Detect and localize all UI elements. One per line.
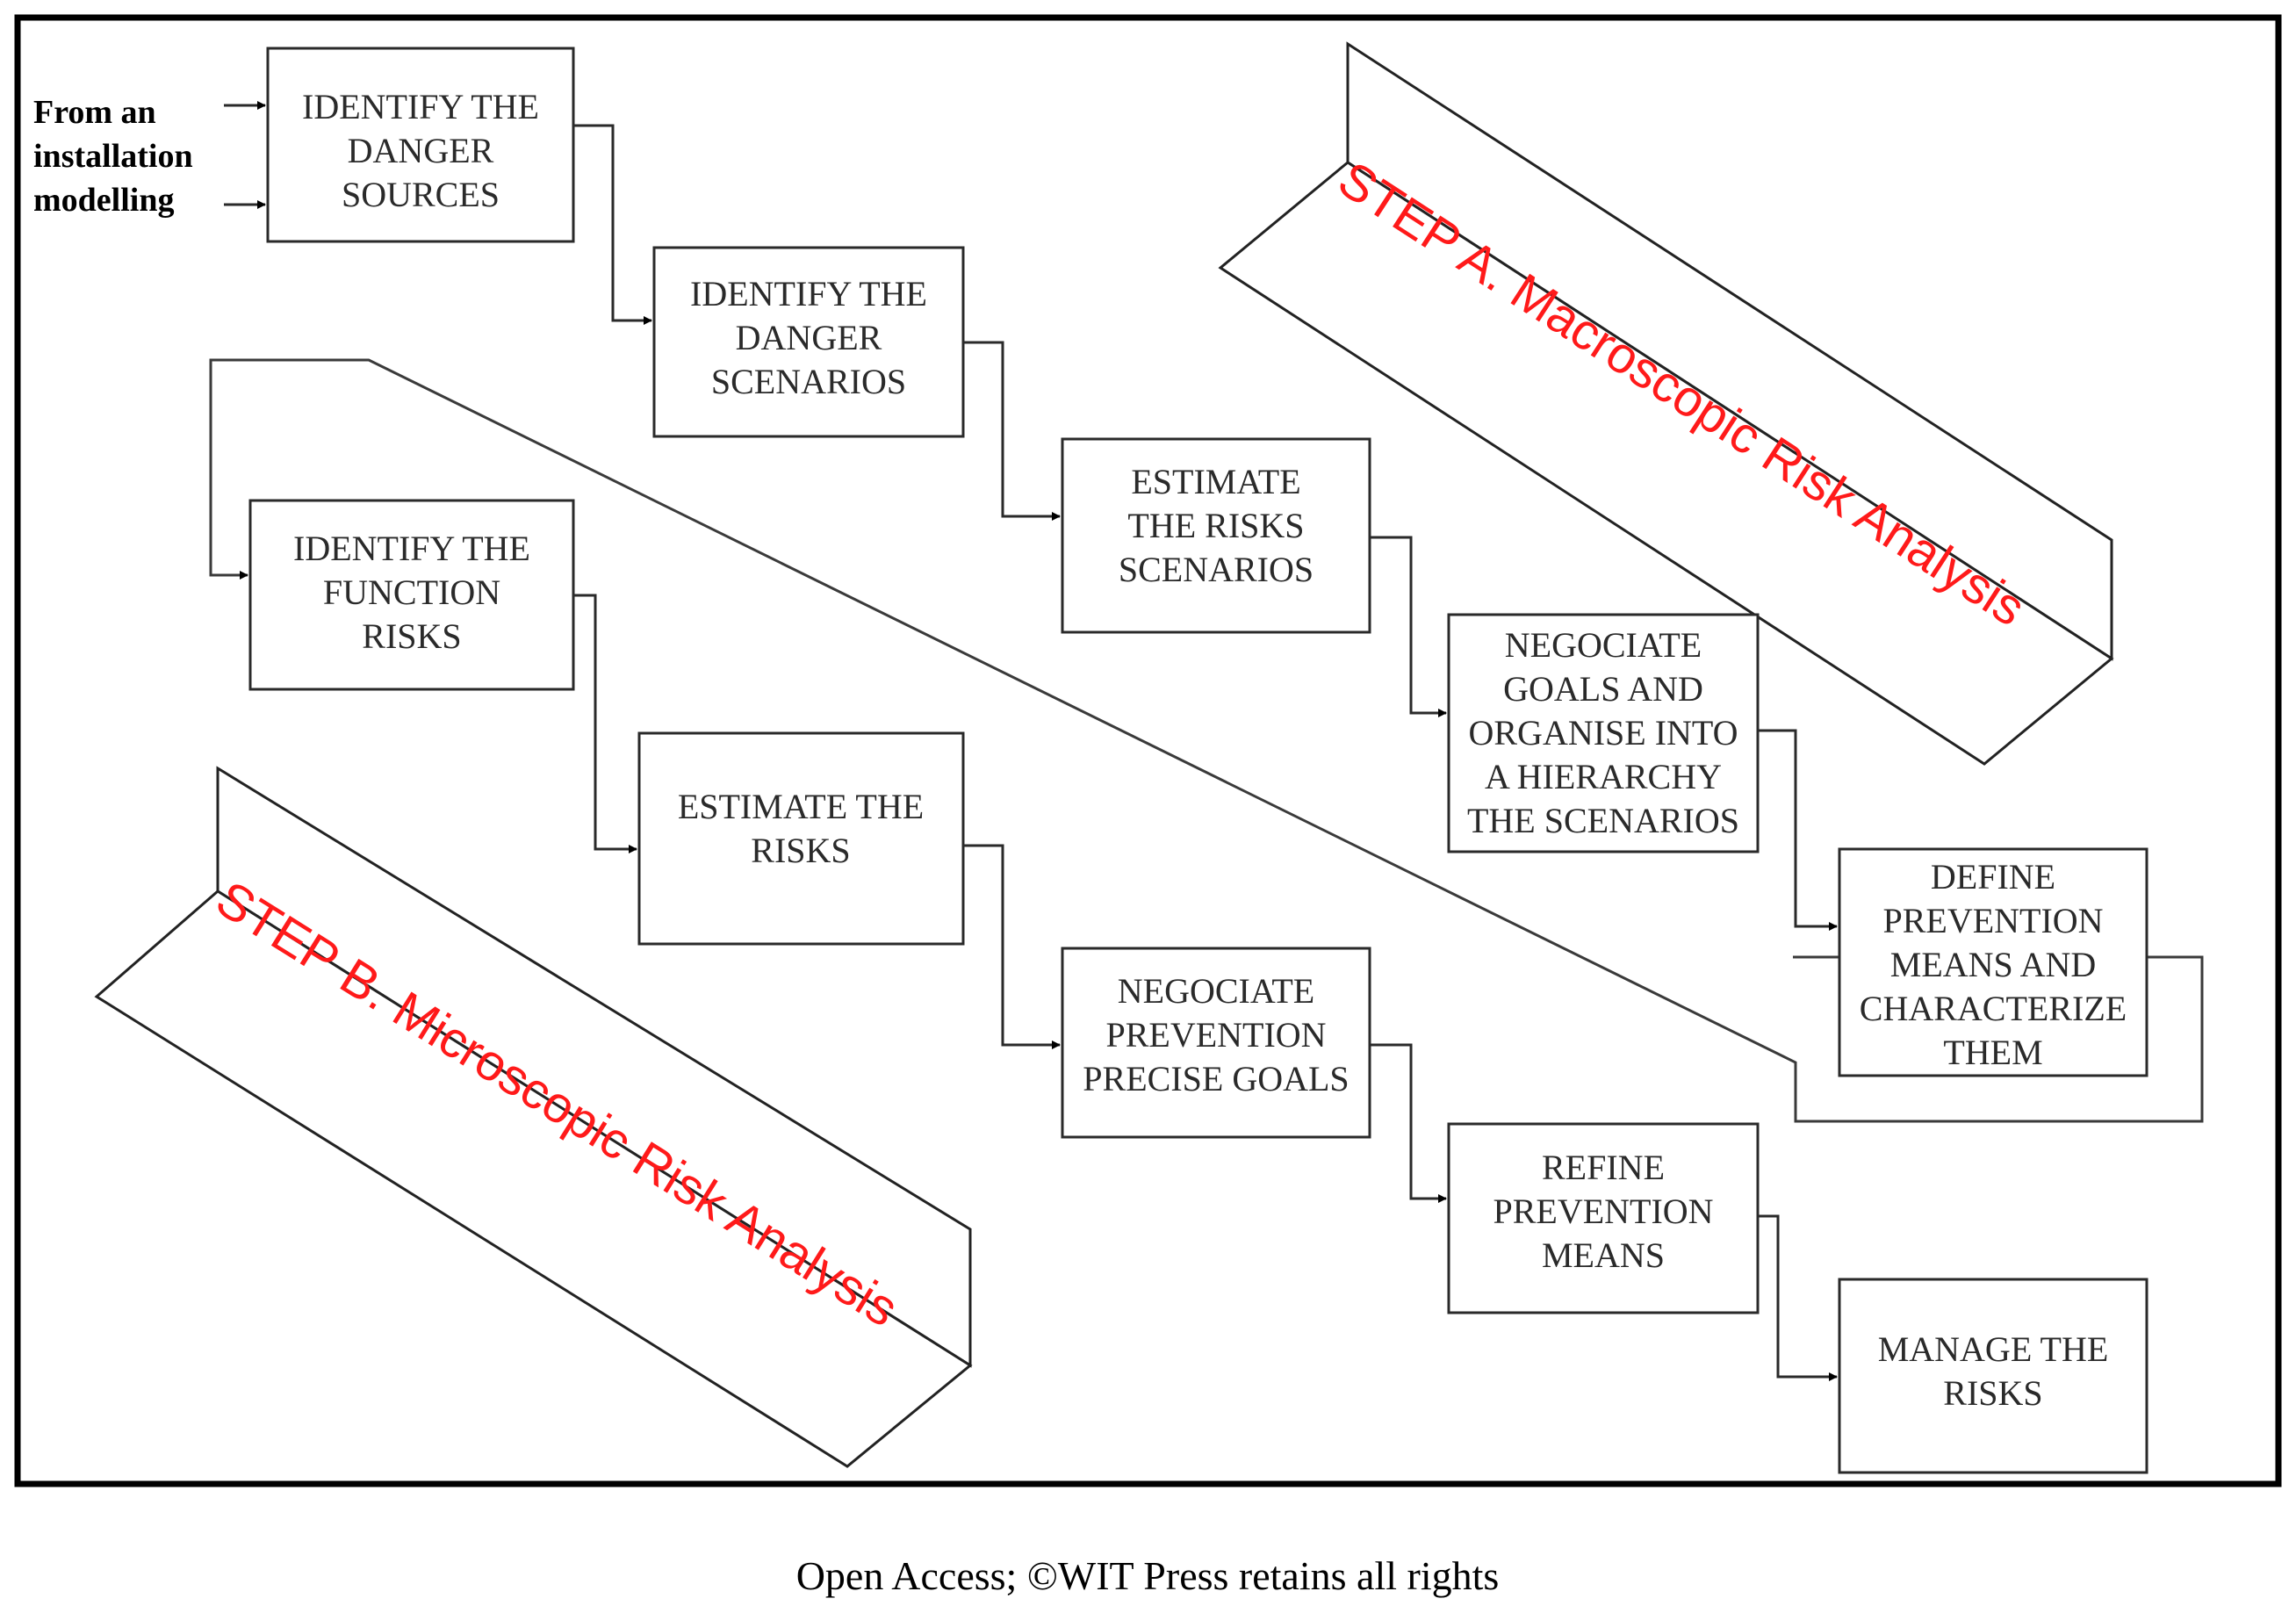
connector-scenarios-to-estimate [963,341,1061,521]
box-line: A HIERARCHY [1485,757,1722,796]
box-line: FUNCTION [323,572,500,612]
box-line: THE RISKS [1127,506,1304,545]
box-line: CHARACTERIZE [1860,989,2127,1028]
box-line: RISKS [362,616,461,656]
source-line-1: From an [33,94,156,131]
box-refine-prevention-means: REFINE PREVENTION MEANS [1447,1122,1760,1314]
box-estimate-the-risks: ESTIMATE THE RISKS [637,731,965,946]
box-line: RISKS [751,831,850,870]
box-line: MEANS [1542,1235,1665,1275]
copyright-caption: Open Access; ©WIT Press retains all righ… [796,1553,1500,1598]
box-line: PREVENTION [1882,901,2103,940]
box-estimate-risks-scenarios: ESTIMATE THE RISKS SCENARIOS [1061,437,1371,634]
connector-negociate-to-refine [1370,1043,1447,1203]
box-line: DEFINE [1931,857,2055,897]
box-negociate-prevention-goals: NEGOCIATE PREVENTION PRECISE GOALS [1061,947,1371,1139]
connector-function-to-estimate [573,594,637,853]
source-label: From an installation modelling [33,94,193,219]
connector-estimate-to-negociate [1370,536,1447,717]
box-line: IDENTIFY THE [690,274,927,313]
box-line: IDENTIFY THE [302,87,539,126]
box-line: DANGER [348,131,494,170]
source-line-3: modelling [33,182,174,219]
box-line: NEGOCIATE [1118,971,1314,1011]
box-line: THEM [1943,1033,2042,1072]
connector-sources-to-scenarios [573,124,652,325]
source-line-2: installation [33,138,193,175]
box-line: PRECISE GOALS [1083,1059,1349,1098]
box-line: SOURCES [342,175,500,214]
box-negociate-goals: NEGOCIATE GOALS AND ORGANISE INTO A HIER… [1447,613,1760,853]
box-line: DANGER [736,318,882,357]
box-line: THE SCENARIOS [1467,801,1739,840]
box-define-prevention-means: DEFINE PREVENTION MEANS AND CHARACTERIZE… [1838,847,2148,1077]
box-line: MEANS AND [1890,945,2096,984]
box-identify-danger-sources: IDENTIFY THE DANGER SOURCES [266,47,575,243]
box-line: REFINE [1542,1148,1665,1187]
box-line: PREVENTION [1493,1192,1713,1231]
box-line: PREVENTION [1105,1015,1326,1055]
box-line: NEGOCIATE [1505,625,1702,665]
connector-estimate-to-negociate-prevention [963,844,1061,1049]
box-line: ORGANISE INTO [1468,713,1738,752]
box-line: SCENARIOS [711,362,906,401]
box-line: SCENARIOS [1119,550,1314,589]
box-identify-danger-scenarios: IDENTIFY THE DANGER SCENARIOS [652,246,965,438]
connector-negociate-to-define [1758,729,1838,931]
diagram-frame [14,14,2282,1487]
box-identify-function-risks: IDENTIFY THE FUNCTION RISKS [248,499,575,691]
connector-refine-to-manage [1758,1214,1838,1381]
box-line: ESTIMATE THE [678,787,924,826]
box-line: RISKS [1943,1373,2042,1413]
box-manage-the-risks: MANAGE THE RISKS [1838,1278,2148,1474]
box-line: MANAGE THE [1878,1329,2109,1369]
box-line: IDENTIFY THE [293,529,530,568]
feedback-loop-line [209,358,2204,1123]
box-line: ESTIMATE [1131,462,1300,501]
box-line: GOALS AND [1503,669,1703,709]
